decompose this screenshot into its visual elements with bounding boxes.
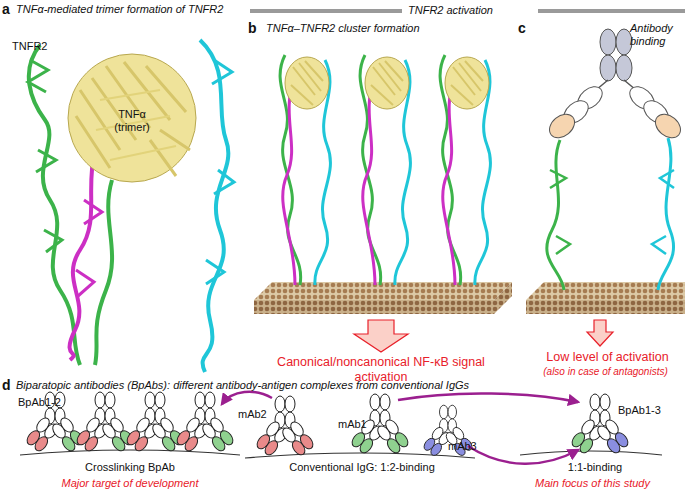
signal-arrow <box>587 320 613 346</box>
tnf-receptor-cluster <box>280 55 330 285</box>
membrane <box>254 282 512 314</box>
receptor-chain <box>652 170 674 254</box>
panel-letter: c <box>518 20 526 36</box>
membrane <box>254 300 494 314</box>
antibody <box>596 80 636 90</box>
antibody <box>600 29 616 55</box>
derivation-arrow <box>222 392 272 404</box>
panel-title: Antibody binding <box>630 22 685 48</box>
conventional-antibody <box>375 418 410 456</box>
antibody-label: mAb2 <box>238 408 267 421</box>
crosslinking-antibody <box>175 416 210 454</box>
membrane <box>494 282 512 314</box>
receptor-chain <box>547 140 564 290</box>
derivation-arrow <box>222 392 578 464</box>
panel-letter: a <box>2 1 10 17</box>
emphasis-note: Major target of development <box>30 477 230 490</box>
antibody-label: mAb1 <box>338 418 367 431</box>
tnf-receptor-cluster <box>440 55 490 285</box>
membrane <box>254 282 512 300</box>
antibody <box>651 109 685 142</box>
signal-arrow <box>354 320 408 352</box>
complex-label: 1:1-binding <box>530 461 660 474</box>
signal-arrow <box>587 320 613 346</box>
tnf-receptor-structure <box>206 60 234 284</box>
tnf-receptor-structure <box>68 54 196 182</box>
outcome-note: (also in case of antagonists) <box>526 366 685 378</box>
panel-title: Biparatopic antibodies (BpAbs): differen… <box>16 379 469 392</box>
receptor-chain <box>550 170 570 254</box>
molecule-label: TNFR2 <box>12 40 47 53</box>
crosslinking-antibody <box>200 416 235 454</box>
tnf-receptor-structure <box>28 40 234 372</box>
outcome-label: Low level of activation <box>530 350 685 365</box>
antibody <box>616 55 632 81</box>
section-header: TNFR2 activation <box>408 4 493 17</box>
panel-title: TNFα-mediated trimer formation of TNFR2 <box>16 3 223 16</box>
panel-letter: b <box>248 20 257 36</box>
tnf-receptor-structure <box>200 40 228 372</box>
crosslinking-antibody <box>125 416 160 454</box>
antibody-label: mAb3 <box>448 440 477 453</box>
header-bar <box>250 9 402 13</box>
tnf-receptor-structure <box>96 90 176 160</box>
conventional-antibody <box>255 394 474 457</box>
tnf-receptor-structure <box>76 200 102 296</box>
panel-title: TNFα–TNFR2 cluster formation <box>266 22 420 35</box>
receptor-chain <box>658 138 674 290</box>
antibody-label: BpAb1-3 <box>618 404 661 417</box>
complex-label: Crosslinking BpAb <box>50 461 210 474</box>
cell-surface-line <box>20 450 240 455</box>
tnf-receptor-structure <box>76 62 190 176</box>
cell-surface-line <box>245 453 475 458</box>
membrane <box>526 282 685 314</box>
antibody <box>616 29 632 55</box>
molecule-label: TNFα (trimer) <box>104 108 160 134</box>
cell-surface-line <box>520 451 662 455</box>
complex-label: Conventional IgG: 1:2-binding <box>262 461 462 474</box>
derivation-arrow <box>398 393 578 402</box>
antibody-label: BpAb1-2 <box>18 396 61 409</box>
emphasis-note: Main focus of this study <box>500 477 685 490</box>
receptor-chain <box>547 138 674 290</box>
tnf-receptor-cluster <box>360 55 410 285</box>
signal-arrow <box>354 320 408 352</box>
biparatopic-antibody <box>595 418 630 456</box>
tnf-receptor-cluster <box>280 55 490 285</box>
derivation-arrow <box>468 446 578 464</box>
antibody <box>545 109 579 142</box>
conventional-antibody <box>255 420 290 458</box>
tnf-receptor-structure <box>28 60 62 252</box>
tnf-receptor-structure <box>70 150 95 360</box>
conventional-antibody <box>422 425 452 457</box>
biparatopic-antibody <box>570 418 605 456</box>
tnf-receptor-structure <box>29 45 80 365</box>
membrane <box>526 282 685 300</box>
panel-letter: d <box>2 377 11 393</box>
conventional-antibody <box>280 420 315 458</box>
antibody <box>600 55 616 81</box>
crosslinking-antibody <box>25 416 60 454</box>
biparatopic-antibody <box>570 394 631 455</box>
membrane <box>526 300 685 314</box>
header-bar <box>538 9 685 13</box>
crosslinking-antibody <box>75 416 110 454</box>
